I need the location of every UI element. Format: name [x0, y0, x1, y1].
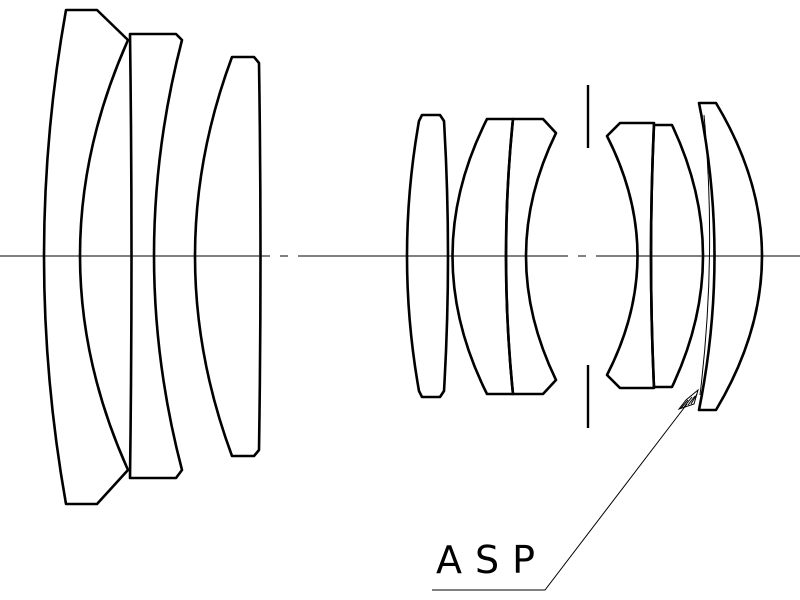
asp-hatch — [677, 388, 699, 410]
lens-2 — [128, 32, 184, 480]
lens-4 — [405, 113, 450, 399]
lens-6 — [504, 117, 558, 396]
asp-label: ASP — [436, 538, 548, 582]
aspherical-layer — [699, 114, 711, 396]
lens-9-aspherical — [697, 101, 764, 412]
lens-3 — [193, 55, 262, 458]
lens-8 — [649, 123, 705, 389]
lens-1-meniscus — [42, 8, 130, 506]
asp-leader-line — [432, 403, 688, 591]
